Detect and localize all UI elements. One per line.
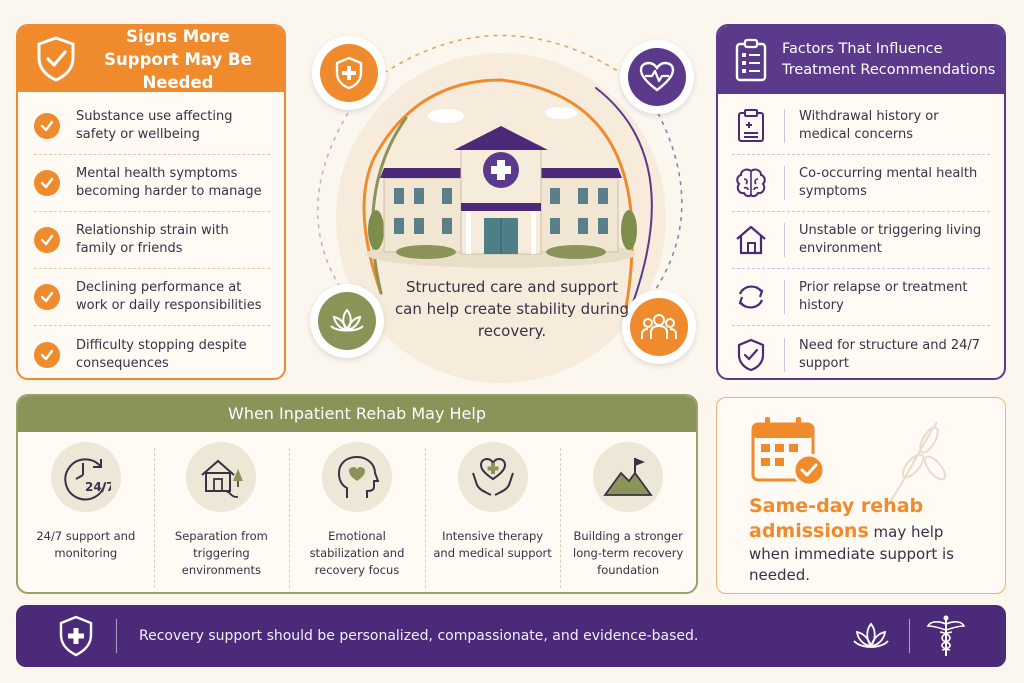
head-heart-icon: [321, 442, 392, 512]
sign-item: Mental health symptoms becoming harder t…: [34, 155, 270, 212]
sameday-card: Same-day rehab admissions may help when …: [716, 397, 1006, 594]
tree: [621, 210, 637, 250]
dashed-arc-top: [383, 34, 622, 74]
help-label: 24/7 support and monitoring: [36, 529, 136, 560]
factor-item: Prior relapse or treatment history: [732, 269, 990, 326]
sameday-highlight-text: Same-day rehab admissions: [749, 495, 924, 542]
group-people-icon: [641, 314, 677, 339]
help-label: Emotional stabilization and recovery foc…: [309, 529, 405, 577]
clock-24-7-text: 24/7: [85, 480, 111, 494]
shield-plus-icon: [335, 56, 363, 90]
corner-lotus: [310, 284, 384, 358]
factor-text: Co-occurring mental health symptoms: [799, 166, 978, 199]
check-icon: [34, 284, 60, 310]
shield-check-icon: [732, 336, 770, 374]
check-icon: [34, 170, 60, 196]
heart-pulse-icon: [639, 61, 675, 92]
hands-heart-icon: [457, 442, 528, 512]
factor-text: Unstable or triggering living environmen…: [799, 223, 982, 256]
solid-arc-purple: [595, 87, 653, 309]
sign-item: Relationship strain with family or frien…: [34, 212, 270, 269]
factor-item: Co-occurring mental health symptoms: [732, 155, 990, 212]
checklist-icon: [735, 38, 767, 82]
sign-text: Mental health symptoms becoming harder t…: [76, 166, 262, 199]
footer-text: Recovery support should be personalized,…: [139, 628, 699, 644]
help-item: Emotional stabilization and recovery foc…: [289, 442, 425, 588]
factor-text: Prior relapse or treatment history: [799, 280, 968, 313]
solid-arc-olive: [371, 116, 408, 295]
check-icon: [34, 113, 60, 139]
sameday-highlight: Same-day rehab admissions may help: [749, 494, 979, 545]
help-item: Intensive therapy and medical support: [424, 442, 561, 588]
leaf-sprig-icon: [886, 421, 947, 507]
help-item: Building a stronger long-term recovery f…: [560, 442, 696, 588]
help-item: Separation from triggering environments: [153, 442, 290, 588]
sign-text: Relationship strain with family or frien…: [76, 223, 229, 256]
dashed-arc-right: [645, 112, 683, 304]
signs-list: Substance use affecting safety or wellbe…: [18, 92, 284, 378]
factors-header: Factors That Influence Treatment Recomme…: [718, 26, 1004, 94]
sign-item: Difficulty stopping despite consequences: [34, 326, 270, 378]
factor-text: Need for structure and 24/7 support: [799, 337, 981, 371]
house-icon: [732, 221, 770, 259]
signs-header: Signs More Support May Be Needed: [18, 26, 284, 92]
center-caption: Structured care and support can help cre…: [394, 278, 630, 340]
solid-arc-orange: [362, 78, 634, 310]
dashed-arc-left: [317, 112, 352, 304]
sameday-inline-text: may help: [868, 523, 944, 541]
corner-heart-monitor: [620, 40, 694, 114]
help-card: When Inpatient Rehab May Help 24/7 24/7 …: [16, 394, 698, 594]
clipboard-icon: [732, 107, 770, 145]
sign-item: Substance use affecting safety or wellbe…: [34, 98, 270, 155]
center-illustration: [317, 34, 683, 383]
help-label: Building a stronger long-term recovery f…: [573, 529, 684, 577]
help-title: When Inpatient Rehab May Help: [18, 396, 696, 432]
check-icon: [34, 341, 60, 368]
sameday-rest: when immediate support is needed.: [749, 545, 954, 584]
check-icon: [34, 227, 60, 253]
signs-card: Signs More Support May Be Needed Substan…: [16, 24, 286, 380]
shield-check-icon: [37, 36, 75, 82]
factor-text: Withdrawal history or medical concerns: [799, 109, 939, 142]
tree: [368, 210, 384, 250]
mountain-flag-icon: [593, 442, 664, 512]
signs-title: Signs More Support May Be Needed: [104, 26, 252, 92]
brain-icon: [732, 164, 770, 202]
cycle-arrows-icon: [732, 278, 770, 316]
factors-list: Withdrawal history or medical concerns C…: [718, 94, 1004, 378]
sign-text: Difficulty stopping despite consequences: [76, 337, 247, 371]
factor-item: Withdrawal history or medical concerns: [732, 98, 990, 155]
help-items: 24/7 24/7 support and monitoring Separat…: [18, 432, 696, 588]
help-item: 24/7 24/7 support and monitoring: [18, 442, 154, 579]
caduceus-icon: [926, 615, 966, 656]
clock-24-7-icon: 24/7: [50, 442, 121, 512]
help-label: Separation from triggering environments: [174, 529, 268, 577]
sign-text: Substance use affecting safety or wellbe…: [76, 109, 233, 142]
sign-text: Declining performance at work or daily r…: [76, 280, 262, 313]
corner-medical-shield: [312, 36, 386, 110]
factor-item: Need for structure and 24/7 support: [732, 326, 990, 378]
lotus-icon: [330, 308, 364, 332]
factors-card: Factors That Influence Treatment Recomme…: [716, 24, 1006, 380]
factor-item: Unstable or triggering living environmen…: [732, 212, 990, 269]
factors-title: Factors That Influence Treatment Recomme…: [782, 41, 996, 78]
house-path-icon: [186, 442, 257, 512]
footer-banner: Recovery support should be personalized,…: [16, 605, 1006, 667]
calendar-check-icon: [751, 417, 826, 487]
shield-plus-icon: [59, 615, 93, 657]
sign-item: Declining performance at work or daily r…: [34, 269, 270, 326]
lotus-icon: [853, 622, 889, 648]
corner-group: [622, 290, 696, 364]
help-label: Intensive therapy and medical support: [433, 529, 552, 560]
